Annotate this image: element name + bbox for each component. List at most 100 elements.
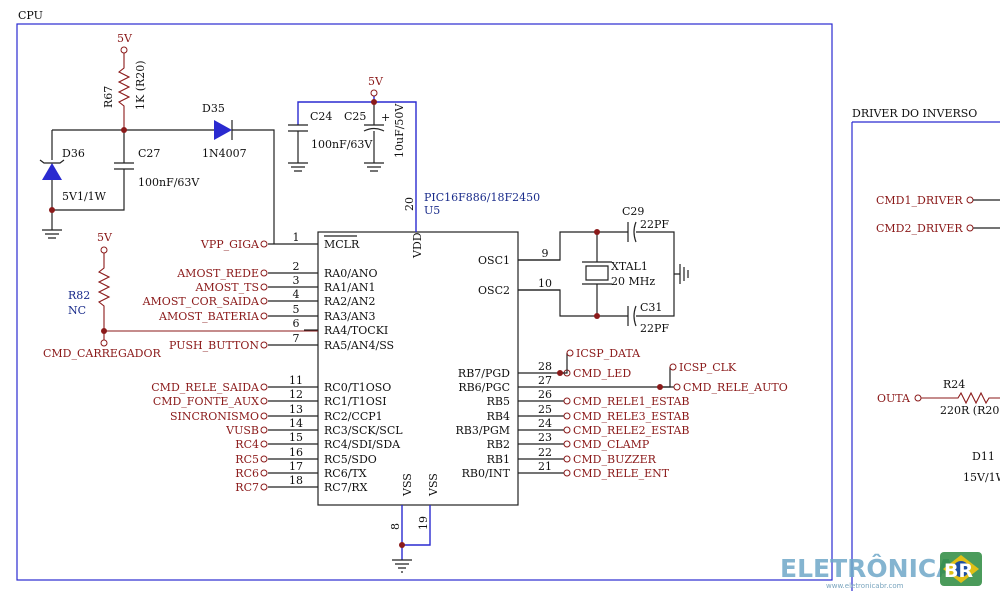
ic-ref: U5 xyxy=(424,204,440,217)
xtal-ref: XTAL1 xyxy=(611,260,648,273)
icsp-data-label: ICSP_DATA xyxy=(576,347,641,360)
net-label: CMD_LED xyxy=(573,367,631,380)
pin-name: RC1/T1OSI xyxy=(324,395,387,408)
pin-name: RA3/AN3 xyxy=(324,310,376,323)
pin-number: 28 xyxy=(538,360,552,373)
pin-number: 4 xyxy=(293,288,300,301)
net-port xyxy=(260,240,268,248)
driver-net1: CMD1_DRIVER xyxy=(876,194,963,207)
pin-name: RA0/ANO xyxy=(324,267,378,280)
net-label: AMOST_TS xyxy=(195,281,259,294)
ground-icon-d36 xyxy=(42,229,62,239)
net-port xyxy=(260,412,268,420)
left-pins: 1MCLRVPP_GIGA2RA0/ANOAMOST_REDE3RA1/AN1A… xyxy=(142,231,404,494)
pin-name: RC5/SDO xyxy=(324,453,377,466)
net-label: RC5 xyxy=(235,453,259,466)
c24-ref: C24 xyxy=(310,110,332,123)
net-port xyxy=(260,269,268,277)
pin-number: 1 xyxy=(293,231,300,244)
net-label: SINCRONISMO xyxy=(170,410,259,423)
pin-number: 27 xyxy=(538,374,552,387)
pin-number: 24 xyxy=(538,417,552,430)
pin-number: 9 xyxy=(542,247,549,260)
vss-pin-num-1: 8 xyxy=(389,523,402,530)
c29-value: 22PF xyxy=(640,218,669,231)
icsp-data-port xyxy=(566,349,574,357)
pin-number: 14 xyxy=(289,417,303,430)
ic-vss-label-1: VSS xyxy=(401,473,414,497)
pin-number: 17 xyxy=(289,460,303,473)
icsp-clk-port xyxy=(669,363,677,371)
watermark-brand: ELETRÔNICA xyxy=(780,553,956,583)
supply-5v-r67-port xyxy=(120,46,128,54)
mclr-junction-1 xyxy=(121,127,127,133)
net-port xyxy=(563,412,571,420)
cpu-frame xyxy=(16,23,833,581)
icsp-data-junction xyxy=(557,370,563,376)
watermark-url: www.eletronicabr.com xyxy=(826,582,904,590)
pin-name: RA5/AN4/SS xyxy=(324,339,394,352)
net-port xyxy=(563,440,571,448)
pin-name: OSC1 xyxy=(478,254,510,267)
c27-value: 100nF/63V xyxy=(138,176,200,189)
net-port xyxy=(563,426,571,434)
pin-name: RB2 xyxy=(487,438,510,451)
r24-value: 220R (R20) xyxy=(940,404,1000,417)
ic-body xyxy=(317,231,519,506)
driver-wires xyxy=(973,199,1000,229)
r82-junction xyxy=(101,328,107,334)
xtal-junction-1 xyxy=(594,229,600,235)
pin-name: RC3/SCK/SCL xyxy=(324,424,403,437)
pin-number: 3 xyxy=(293,274,300,287)
watermark-suffix: BR xyxy=(944,560,973,582)
xtal-junction-2 xyxy=(594,313,600,319)
supply-5v-r82: 5V xyxy=(97,231,113,244)
c25-plus: + xyxy=(381,111,390,124)
pin-name: MCLR xyxy=(324,238,360,251)
net-label: RC6 xyxy=(235,467,259,480)
pin-number: 18 xyxy=(289,474,303,487)
c25-ref: C25 xyxy=(344,110,366,123)
pin-name: RA1/AN1 xyxy=(324,281,376,294)
watermark-logo: ELETRÔNICA BR www.eletronicabr.com xyxy=(780,552,982,590)
pin-name: RB6/PGC xyxy=(458,381,510,394)
pin-number: 7 xyxy=(293,332,300,345)
net-label: CMD_RELE3_ESTAB xyxy=(573,410,689,423)
net-label: CMD_BUZZER xyxy=(573,453,657,466)
net-label: CMD_RELE2_ESTAB xyxy=(573,424,689,437)
net-label: PUSH_BUTTON xyxy=(169,339,259,352)
driver-net1-port xyxy=(966,196,974,204)
d35-ref: D35 xyxy=(202,102,225,115)
r24-ref: R24 xyxy=(943,378,965,391)
pin-name: RB4 xyxy=(487,410,510,423)
pin-number: 12 xyxy=(289,388,303,401)
pin-number: 10 xyxy=(538,277,552,290)
net-label: AMOST_REDE xyxy=(176,267,259,280)
d35-value: 1N4007 xyxy=(202,147,247,160)
vss-pin-num-2: 19 xyxy=(417,516,430,530)
driver-outa-port xyxy=(914,394,922,402)
xtal-icon xyxy=(582,232,612,316)
net-label: AMOST_COR_SAIDA xyxy=(142,295,260,308)
ic-vss-label-2: VSS xyxy=(427,473,440,497)
net-label: RC4 xyxy=(235,438,259,451)
r67-resistor xyxy=(117,53,131,130)
net-label: CMD_RELE_AUTO xyxy=(683,381,788,394)
vdd-pin-num: 20 xyxy=(403,197,416,211)
r82-ref: R82 xyxy=(68,289,90,302)
pin-number: 2 xyxy=(293,260,300,273)
pin-name: RB1 xyxy=(487,453,510,466)
d36-zener-icon xyxy=(39,159,65,180)
pin-number: 5 xyxy=(293,303,300,316)
pin-name: RB5 xyxy=(487,395,510,408)
driver-outa: OUTA xyxy=(877,392,911,405)
pin-number: 16 xyxy=(289,446,303,459)
net-port xyxy=(260,483,268,491)
net-label: CMD_CLAMP xyxy=(573,438,650,451)
net-label: RC7 xyxy=(235,481,259,494)
net-port xyxy=(260,283,268,291)
pin-number: 22 xyxy=(538,446,552,459)
c25-capacitor xyxy=(363,102,385,172)
cpu-title: CPU xyxy=(18,9,43,22)
